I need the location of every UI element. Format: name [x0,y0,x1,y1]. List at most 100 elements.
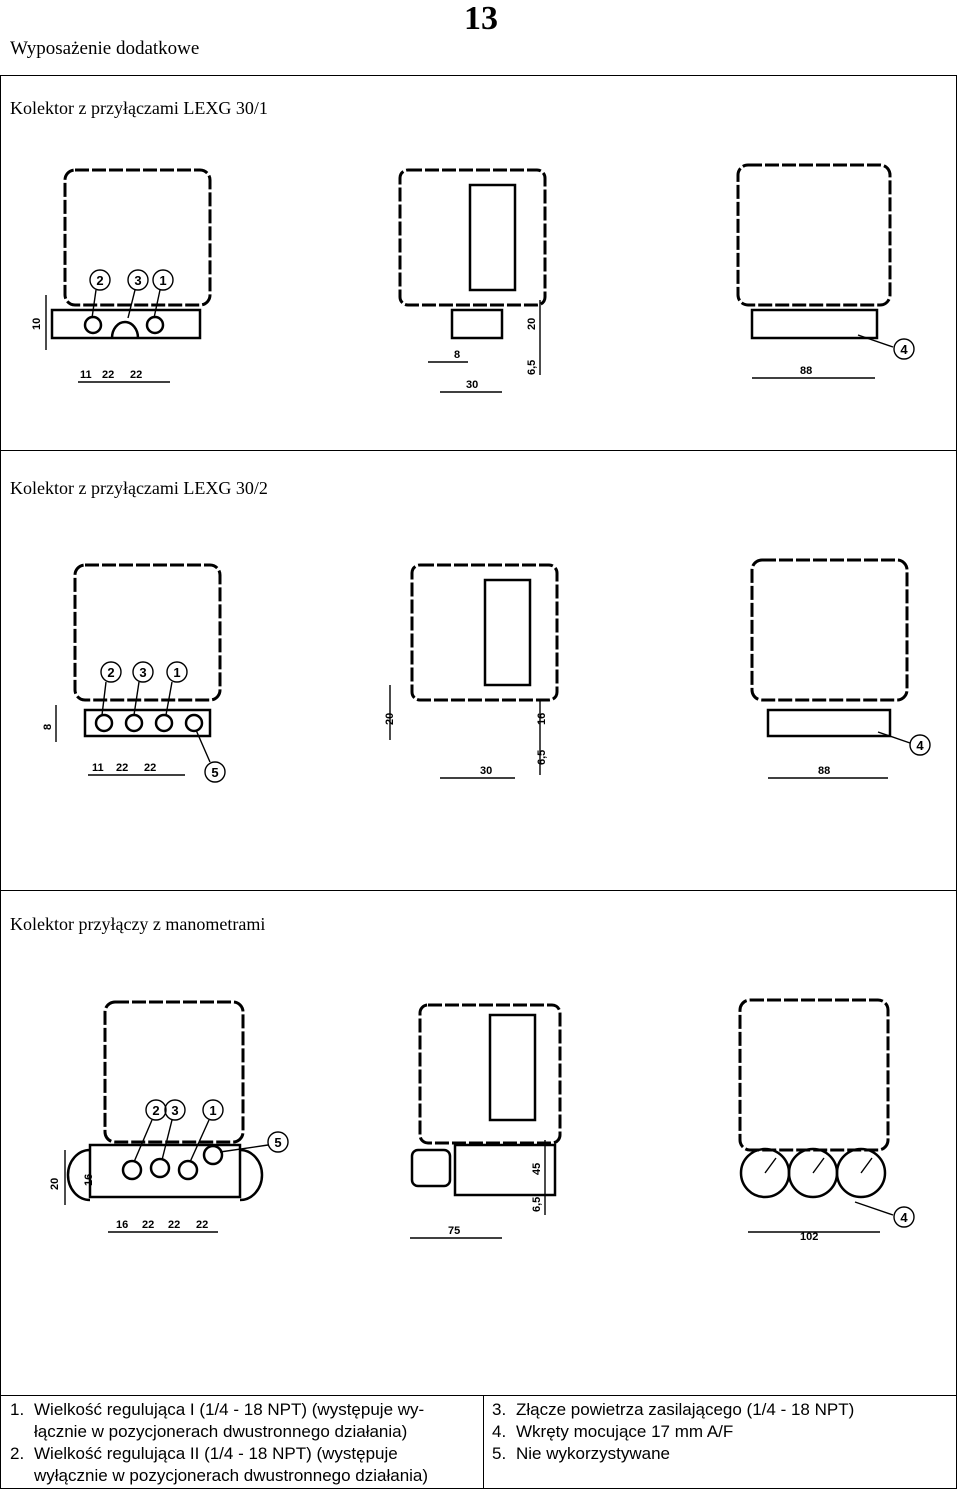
section-title-lexg-30-1: Kolektor z przyłączami LEXG 30/1 [10,98,268,118]
callout-label: 5 [211,765,218,780]
content-frame [0,75,957,1489]
callout-label: 1 [159,273,166,288]
legend-item: 5. Nie wykorzystywane [492,1443,942,1465]
callout-2 [100,661,122,683]
section-title-manometers: Kolektor przyłączy z manometrami [10,914,266,934]
manometer-left [66,1148,91,1202]
callout-label: 4 [916,738,924,753]
callout-label: 4 [900,342,908,357]
manometer-3 [835,1147,887,1199]
callout-3 [164,1099,186,1121]
port-2 [121,1159,143,1181]
positioner-side [418,1003,562,1145]
section-title-lexg-30-2: Kolektor z przyłączami LEXG 30/2 [10,478,268,498]
manifold-side [453,1143,557,1197]
callout-label: 3 [139,665,146,680]
legend-left: 1. Wielkość regulująca I (1/4 - 18 NPT) … [10,1399,475,1487]
dimension-label: 10 [31,318,43,330]
callout-3 [127,269,149,291]
dimension-label: 11 [92,762,104,774]
callout-label: 2 [96,273,103,288]
callout-label: 4 [900,1210,908,1225]
legend-number: 4. [492,1422,507,1441]
legend-item: 2. Wielkość regulująca II (1/4 - 18 NPT)… [10,1443,475,1487]
callout-3 [132,661,154,683]
legend-item: 1. Wielkość regulująca I (1/4 - 18 NPT) … [10,1399,475,1443]
dimension-label: 16 [83,1174,95,1186]
legend-text: Złącze powietrza zasilającego (1/4 - 18 … [516,1400,855,1419]
port-3 [124,713,144,733]
legend-column-divider [483,1395,484,1489]
manifold-rear [766,708,892,738]
dimension-label: 22 [102,369,114,381]
dimension-label: 22 [196,1219,208,1231]
legend-number: 1. [10,1400,25,1419]
legend-item: 4. Wkręty mocujące 17 mm A/F [492,1421,942,1443]
manifold-rear [750,308,879,340]
dimension-label: 22 [168,1219,180,1231]
callout-1 [166,661,188,683]
positioner-body [73,563,222,702]
dimension-label: 6,5 [526,360,538,375]
port-1 [177,1159,199,1181]
dimension-label: 22 [130,369,142,381]
positioner-rear [736,163,892,307]
dimension-label: 16 [116,1219,128,1231]
positioner-side-window [488,1013,537,1122]
dimension-label: 45 [531,1163,543,1175]
callout-1 [202,1099,224,1121]
dimension-label: 75 [448,1225,460,1237]
callout-label: 3 [171,1103,178,1118]
port-2 [83,315,103,335]
port-5 [184,713,204,733]
manifold-block [83,708,212,738]
manometer-right [239,1148,264,1202]
callout-label: 1 [209,1103,216,1118]
dimension-label: 88 [818,765,830,777]
manifold-side [450,308,504,340]
dimension-label: 11 [80,369,92,381]
port-1 [154,713,174,733]
callout-label: 1 [173,665,180,680]
drawing-lexg-30-2: 2 3 1 5 8 11 22 22 20 16 6,5 30 88 4 [42,558,931,783]
section-divider [0,1395,957,1396]
port-3 [149,1157,171,1179]
positioner-side [410,563,559,702]
section-divider [0,890,957,891]
manifold-block [50,308,202,340]
positioner-rear [750,558,909,702]
legend-text: Wielkość regulująca I (1/4 - 18 NPT) (wy… [34,1400,425,1441]
positioner-side-window [468,183,517,292]
legend-number: 2. [10,1444,25,1463]
callout-4 [893,338,915,360]
dimension-label: 16 [536,713,548,725]
dimension-label: 20 [526,318,538,330]
legend-item: 3. Złącze powietrza zasilającego (1/4 - … [492,1399,942,1421]
port-5 [202,1144,224,1166]
manometer-side [410,1148,452,1188]
callout-label: 2 [107,665,114,680]
positioner-side-window [483,578,532,687]
dimension-label: 102 [800,1231,818,1243]
dimension-label: 20 [49,1178,61,1190]
callout-2 [145,1099,167,1121]
dimension-label: 22 [116,762,128,774]
dimension-label: 88 [800,365,812,377]
legend-number: 5. [492,1444,507,1463]
dimension-label: 20 [384,713,396,725]
legend-number: 3. [492,1400,507,1419]
callout-label: 2 [152,1103,159,1118]
dimension-label: 6,5 [531,1197,543,1212]
drawing-manometers: 2 3 1 5 20 16 16 22 22 22 45 6,5 75 102 … [49,998,915,1243]
callout-1 [152,269,174,291]
dimension-label: 6,5 [536,750,548,765]
positioner-rear [738,998,890,1152]
positioner-body [63,168,212,307]
dimension-label: 30 [466,379,478,391]
positioner-side [398,168,547,307]
dimension-label: 8 [454,349,460,361]
callout-2 [89,269,111,291]
callout-4 [909,734,931,756]
section-divider [0,450,957,451]
callout-5 [204,761,226,783]
